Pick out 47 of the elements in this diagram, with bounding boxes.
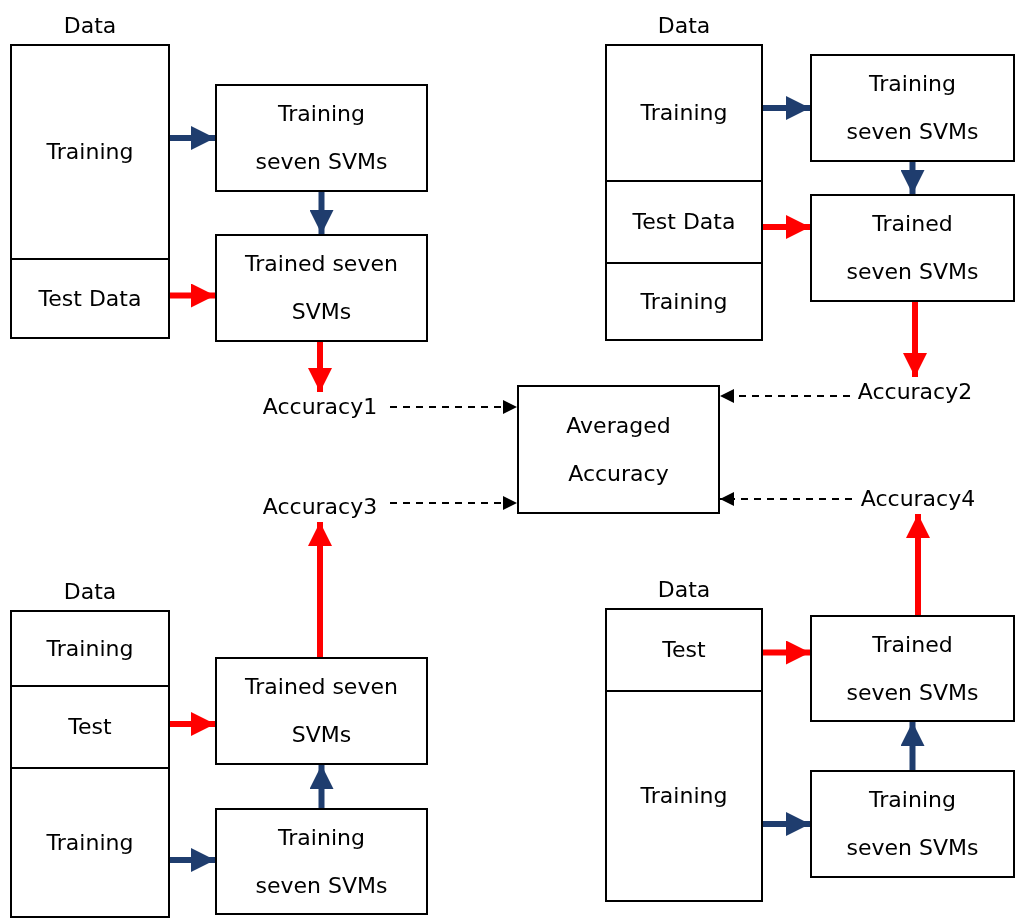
data-segment: Training bbox=[10, 767, 170, 918]
process-box: Trained seven SVMs bbox=[215, 234, 428, 342]
arrow bbox=[763, 215, 810, 239]
data-segment: Training bbox=[605, 262, 763, 341]
arrow bbox=[906, 514, 930, 615]
arrow bbox=[763, 640, 810, 665]
dashed-arrow bbox=[719, 389, 851, 403]
arrow bbox=[170, 126, 215, 150]
arrow bbox=[903, 302, 927, 377]
process-box: Training seven SVMs bbox=[810, 54, 1015, 162]
process-box: Training seven SVMs bbox=[215, 808, 428, 915]
arrow bbox=[170, 712, 215, 736]
data-segment: Test bbox=[10, 685, 170, 769]
process-box: Averaged Accuracy bbox=[517, 385, 720, 514]
data-segment: Training bbox=[605, 44, 763, 182]
dashed-arrow bbox=[719, 492, 853, 506]
arrow bbox=[308, 342, 332, 392]
dashed-arrow bbox=[389, 496, 518, 510]
arrow bbox=[309, 765, 334, 808]
column-heading: Data bbox=[656, 12, 712, 40]
arrow bbox=[900, 162, 925, 194]
arrow bbox=[170, 848, 215, 872]
process-box: Trained seven SVMs bbox=[810, 615, 1015, 722]
dashed-arrow bbox=[389, 400, 518, 414]
data-segment: Training bbox=[10, 44, 170, 260]
arrow bbox=[170, 283, 215, 308]
process-box: Training seven SVMs bbox=[215, 84, 428, 192]
column-heading: Data bbox=[656, 576, 712, 604]
data-segment: Test Data bbox=[605, 180, 763, 264]
column-heading: Data bbox=[62, 12, 118, 40]
data-segment: Test bbox=[605, 608, 763, 692]
column-heading: Data bbox=[62, 578, 118, 606]
arrow bbox=[309, 192, 334, 234]
data-segment: Test Data bbox=[10, 258, 170, 339]
data-segment: Training bbox=[605, 690, 763, 902]
arrow bbox=[763, 812, 810, 836]
process-box: Trained seven SVMs bbox=[215, 657, 428, 765]
accuracy-label: Accuracy1 bbox=[250, 392, 390, 422]
arrow bbox=[763, 96, 810, 120]
process-box: Trained seven SVMs bbox=[810, 194, 1015, 302]
process-box: Training seven SVMs bbox=[810, 770, 1015, 878]
data-segment: Training bbox=[10, 610, 170, 687]
accuracy-label: Accuracy3 bbox=[250, 492, 390, 522]
accuracy-label: Accuracy2 bbox=[850, 377, 980, 407]
arrow bbox=[308, 522, 332, 657]
accuracy-label: Accuracy4 bbox=[852, 484, 984, 514]
arrow bbox=[900, 722, 925, 770]
